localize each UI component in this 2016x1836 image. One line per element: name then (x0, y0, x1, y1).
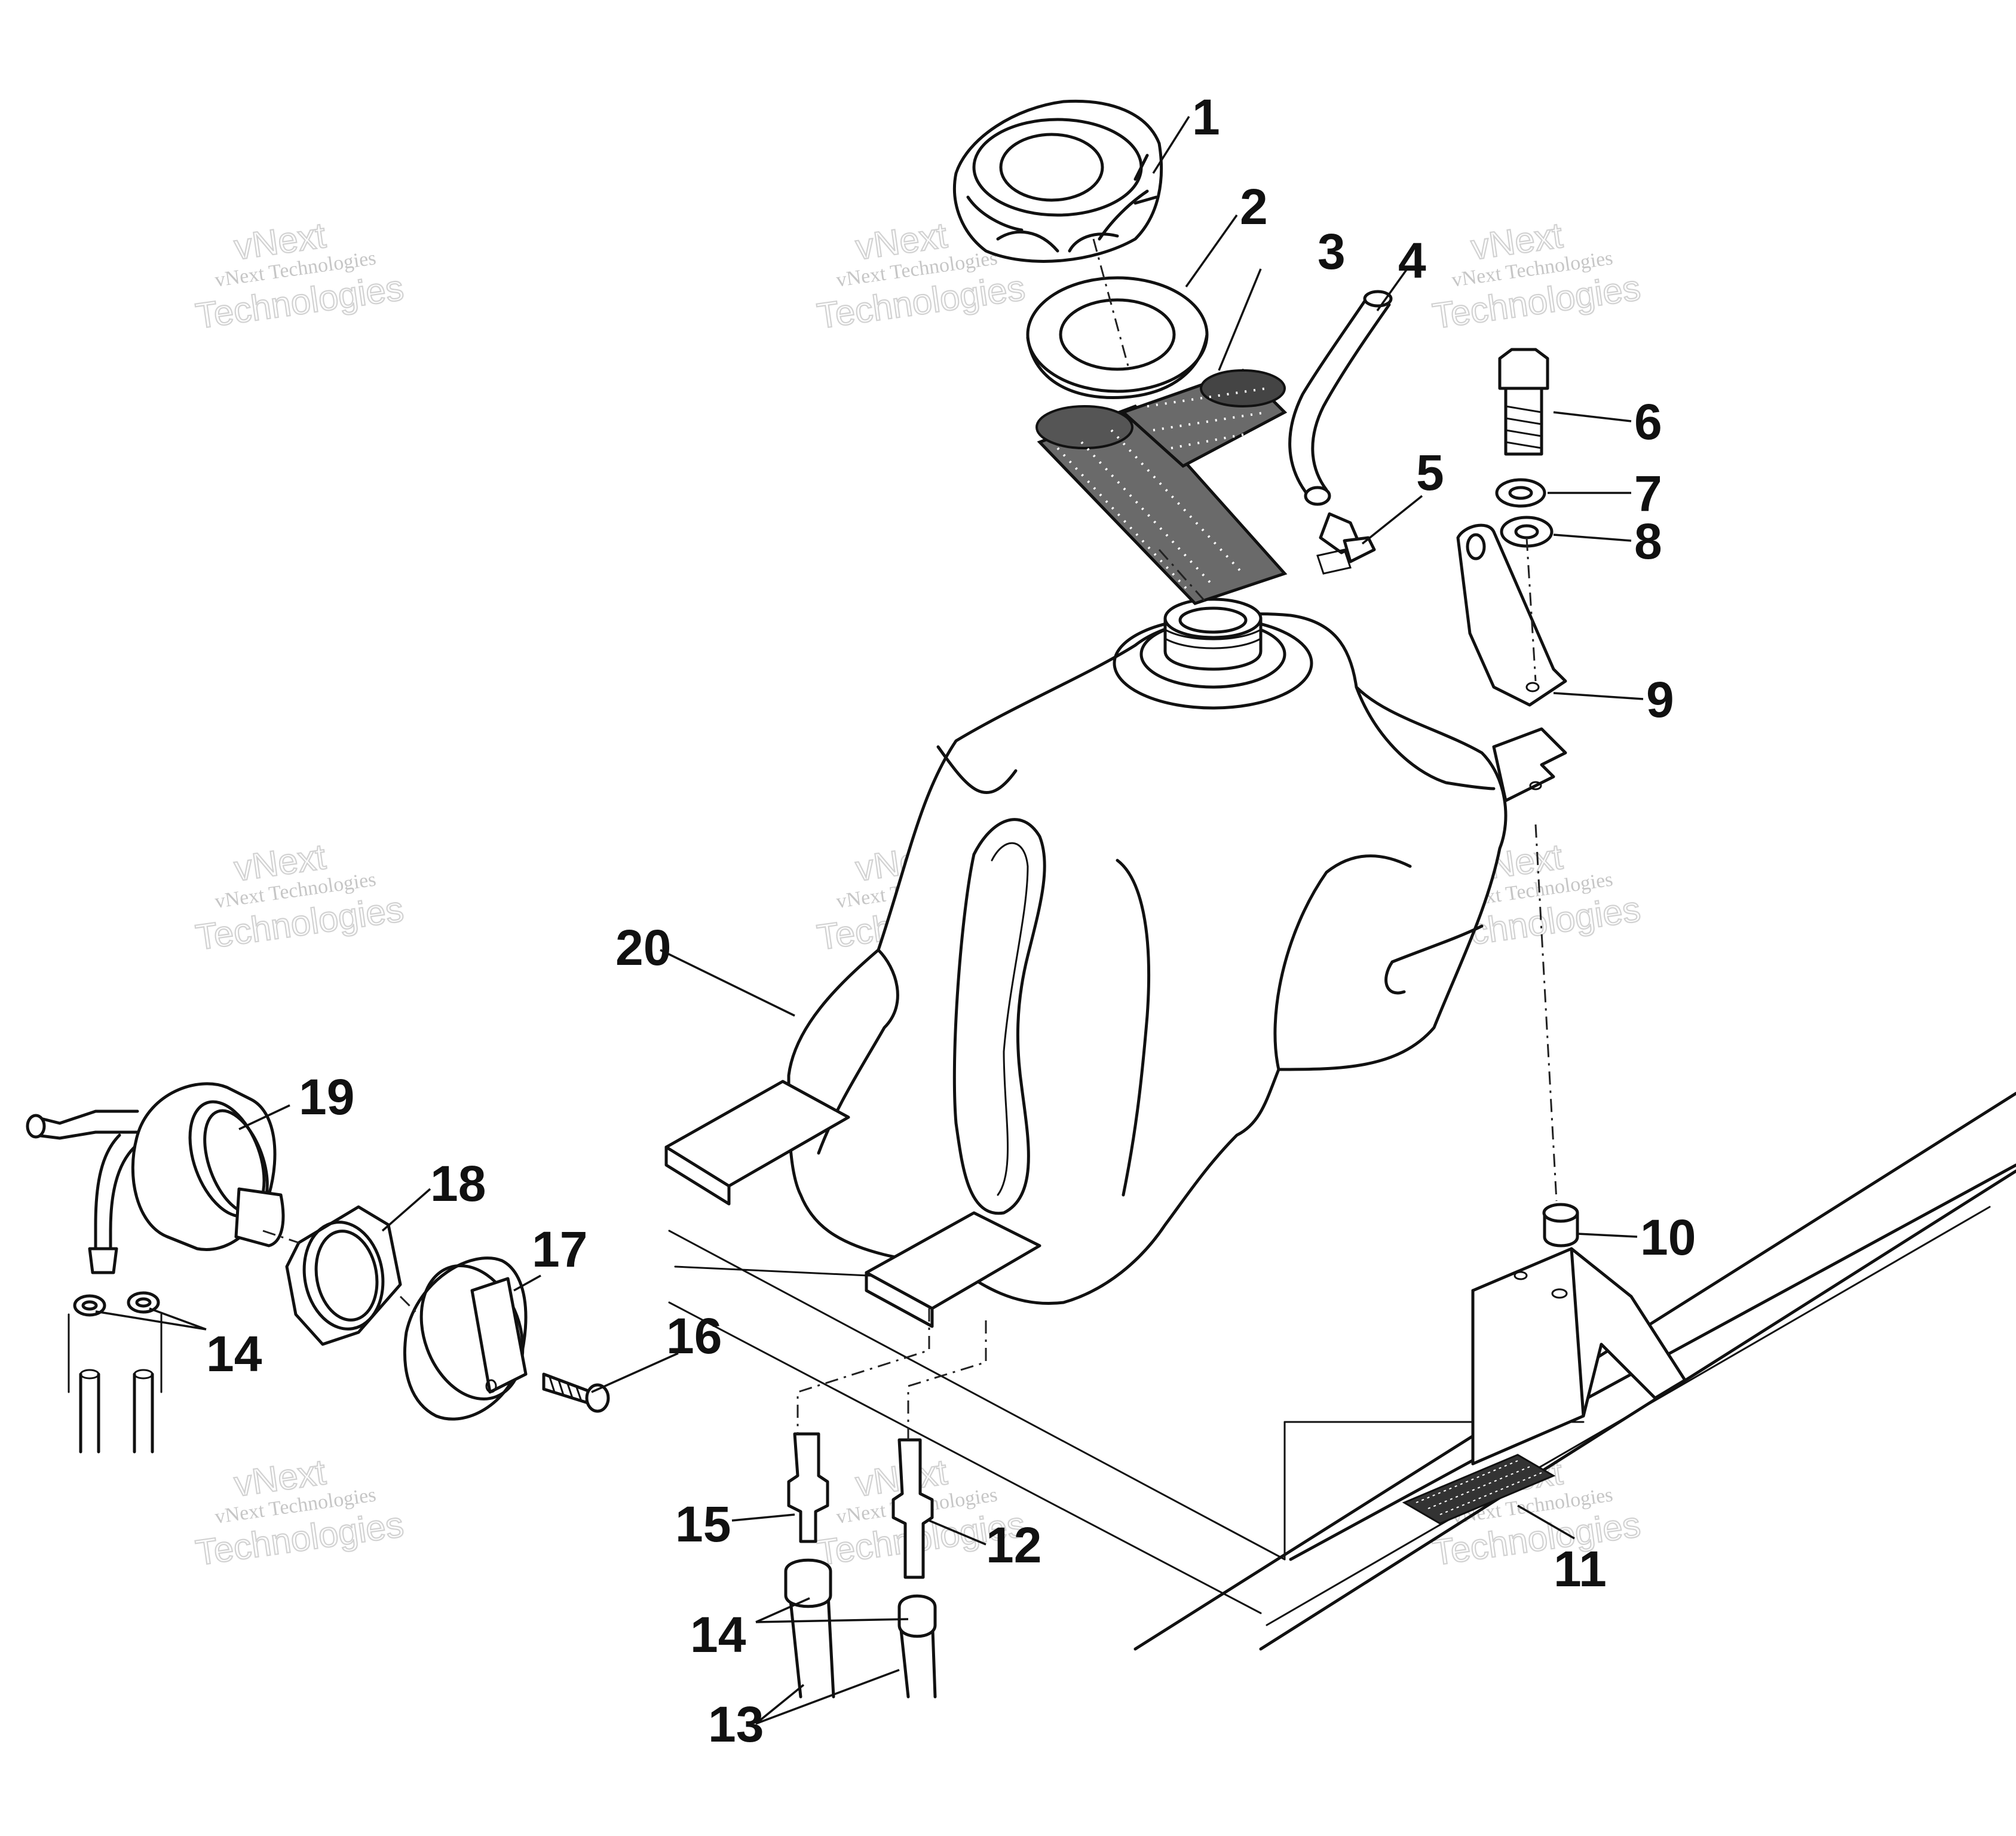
watermark-2: vNext vNext Technologies Technologies (814, 214, 1028, 337)
callout-8: 8 (1634, 513, 1662, 569)
callout-2: 2 (1240, 179, 1268, 235)
vent-hose (1288, 290, 1393, 506)
fitting-12 (891, 1438, 934, 1579)
mount-bolt (1498, 348, 1549, 456)
leader-lines (95, 116, 1644, 1725)
watermark-3: vNext vNext Technologies Technologies (1429, 214, 1643, 337)
callout-3: 3 (1318, 223, 1346, 280)
washer-7 (1495, 478, 1546, 508)
spacer-10 (1542, 1203, 1579, 1248)
callout-16: 16 (666, 1308, 722, 1364)
callout-10: 10 (1640, 1209, 1696, 1265)
frame-pad-11 (1402, 1454, 1556, 1525)
callout-11: 11 (1554, 1541, 1607, 1597)
watermark-1: vNext vNext Technologies Technologies (192, 214, 406, 337)
callout-1: 1 (1192, 89, 1220, 145)
callout-14-upper: 14 (206, 1326, 262, 1382)
callout-20: 20 (615, 919, 671, 976)
fuel-cap (952, 99, 1163, 263)
vent-fitting (1316, 512, 1376, 575)
screw-16 (542, 1372, 610, 1413)
callout-4: 4 (1398, 232, 1426, 289)
callout-18: 18 (430, 1155, 486, 1212)
fitting-15 (787, 1432, 829, 1543)
callout-labels: 1 2 3 4 5 6 7 8 9 10 11 12 13 14 14 15 1… (206, 89, 1696, 1752)
callout-14-lower: 14 (690, 1607, 746, 1663)
pump-cover (403, 1256, 528, 1421)
assembly-centerlines (262, 238, 1558, 1440)
callout-7: 7 (1634, 465, 1662, 522)
callout-9: 9 (1646, 672, 1674, 728)
frame-rails (668, 1092, 2016, 1651)
watermark-4: vNext vNext Technologies Technologies (192, 836, 406, 958)
tank-bracket (1456, 523, 1567, 707)
callout-12: 12 (986, 1517, 1041, 1573)
filter-sponge (1035, 369, 1288, 605)
frame-mount-bracket (1471, 1247, 1687, 1466)
callout-15: 15 (675, 1496, 731, 1552)
fuel-pump (26, 1082, 285, 1274)
hose-clamps-14-upper (68, 1291, 163, 1454)
cap-gasket (1026, 276, 1209, 400)
watermark-7: vNext vNext Technologies Technologies (192, 1451, 406, 1574)
tank-feet-pads (664, 1080, 1041, 1328)
ring-nut (285, 1205, 402, 1346)
callout-5: 5 (1416, 445, 1444, 501)
hose-clamps-14-lower (784, 1558, 937, 1638)
callout-13: 13 (708, 1696, 764, 1752)
callout-6: 6 (1634, 394, 1662, 450)
callout-17: 17 (532, 1221, 587, 1277)
callout-19: 19 (299, 1069, 354, 1125)
fuel-tank (787, 597, 1567, 1305)
